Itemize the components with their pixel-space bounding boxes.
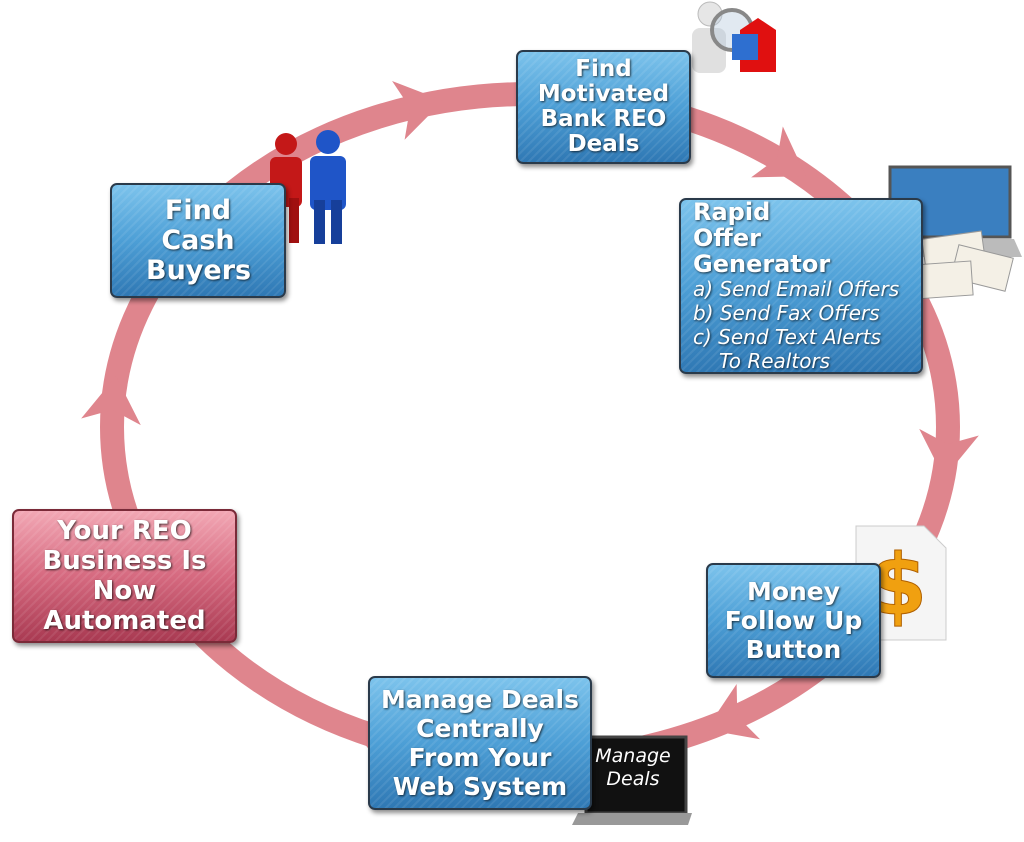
step-rapid-offer: Rapid Offer Generator a) Send Email Offe… (679, 198, 923, 374)
step-cash-buyers: Find Cash Buyers (110, 183, 286, 298)
step-manage-deals-title: Manage Deals Centrally From Your Web Sys… (381, 685, 579, 801)
step-find-deals-title: Find Motivated Bank REO Deals (537, 56, 670, 157)
rapid-offer-item: b) Send Fax Offers (693, 301, 880, 325)
step-rapid-offer-title: Rapid Offer Generator (693, 198, 831, 278)
laptop-screen-line1: Manage (595, 745, 671, 767)
cycle-arrowhead (751, 126, 807, 178)
cycle-arrowhead (919, 428, 979, 478)
rapid-offer-item: a) Send Email Offers (693, 277, 900, 301)
cycle-arrowhead (81, 376, 141, 426)
step-automated-title: Your REO Business Is Now Automated (42, 516, 207, 636)
house-search-icon (692, 1, 776, 73)
dollar-document-icon: $ (855, 525, 947, 641)
laptop-screen-line2: Deals (606, 768, 660, 790)
svg-text:$: $ (869, 536, 927, 634)
step-money-follow-up-title: Money Follow Up Button (724, 577, 863, 664)
buyers-people-icon (270, 130, 346, 244)
rapid-offer-item: To Realtors (719, 349, 831, 373)
step-automated: Your REO Business Is Now Automated (12, 509, 237, 643)
rapid-offer-item: c) Send Text Alerts (693, 325, 881, 349)
step-find-deals: Find Motivated Bank REO Deals (516, 50, 691, 164)
step-cash-buyers-title: Find Cash Buyers (146, 194, 252, 286)
step-manage-deals: Manage Deals Centrally From Your Web Sys… (368, 676, 592, 810)
cycle-arrowhead (392, 81, 444, 140)
step-money-follow-up: Money Follow Up Button (706, 563, 881, 678)
cycle-arrowhead (705, 684, 761, 740)
manage-deals-laptop-icon: Manage Deals (572, 735, 692, 827)
